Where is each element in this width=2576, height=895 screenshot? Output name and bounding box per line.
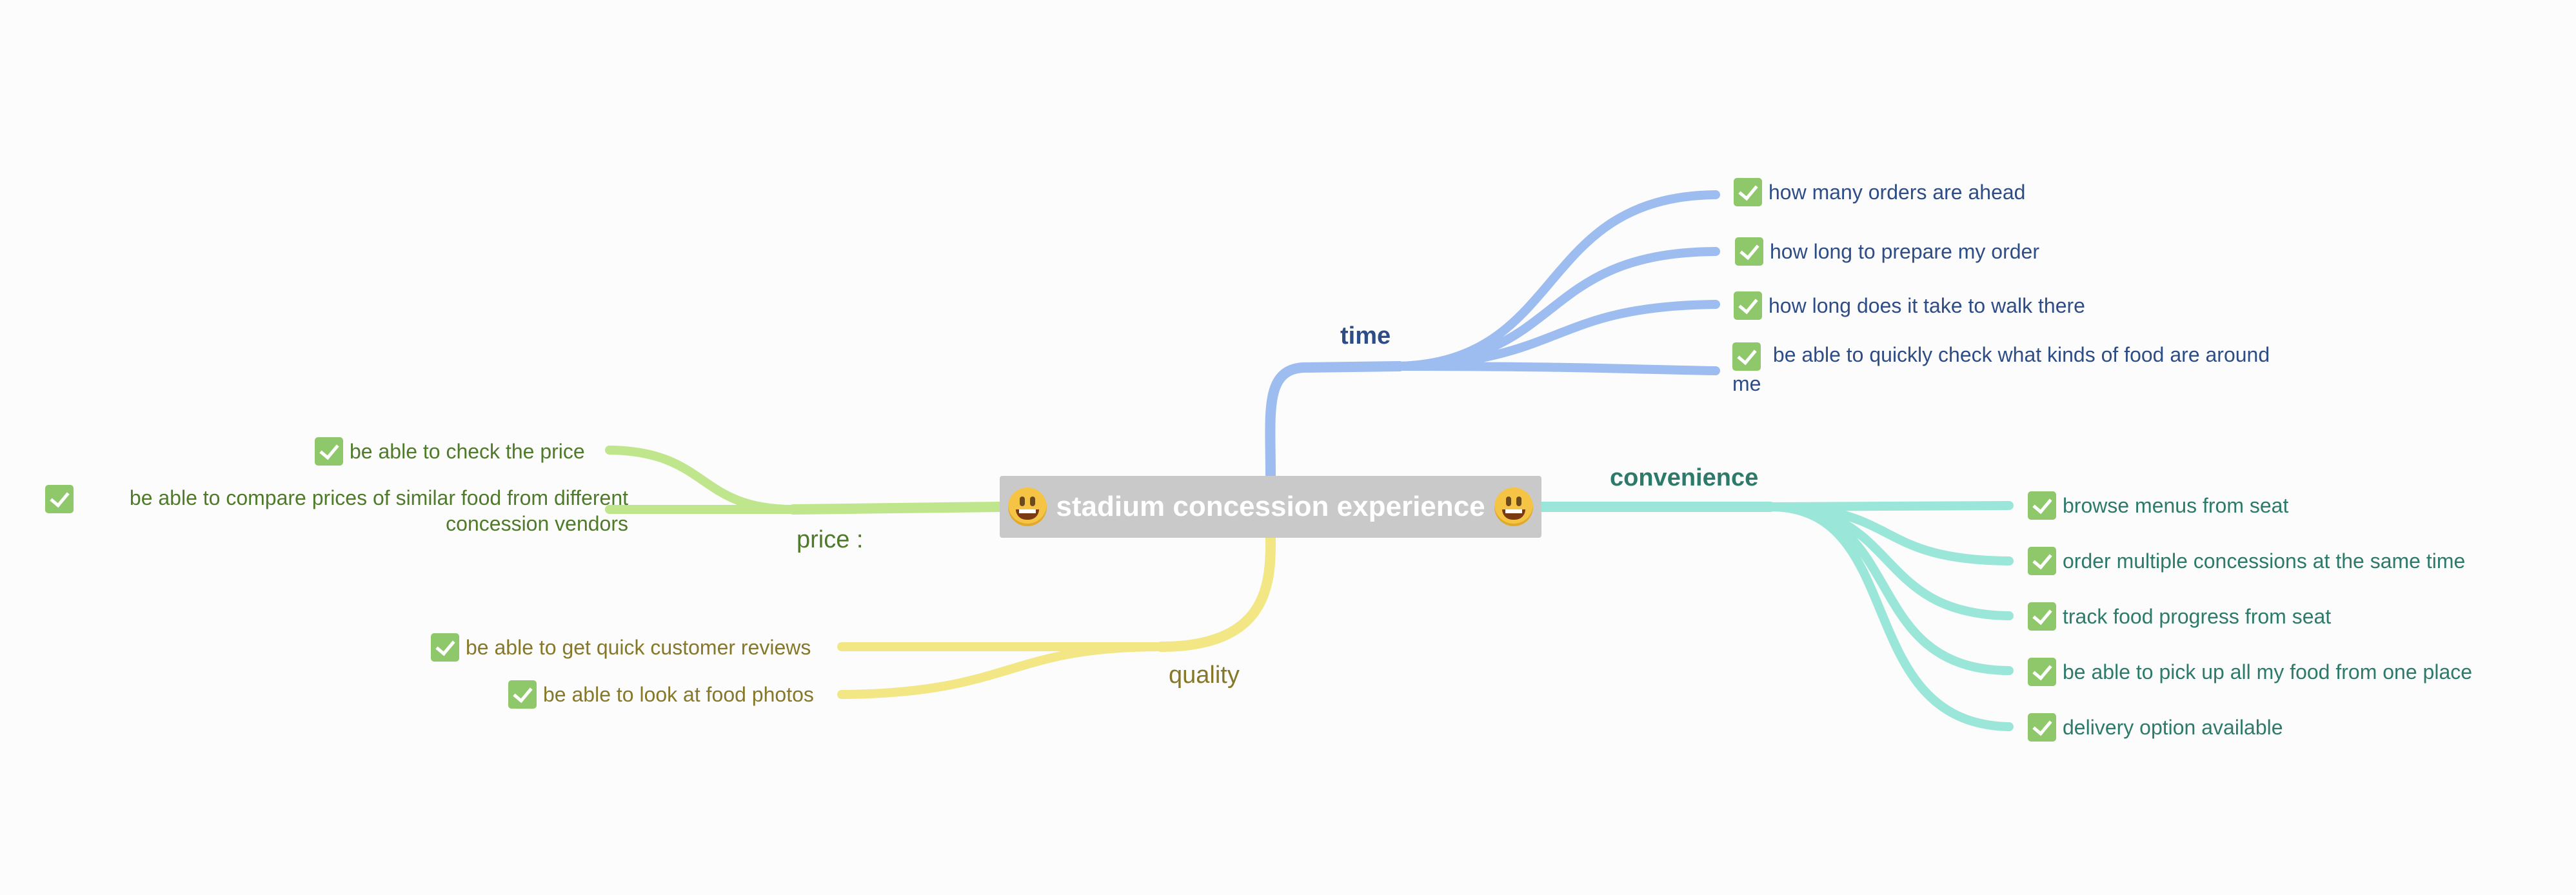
checkbox-checked-icon[interactable]: [2028, 658, 2056, 686]
central-topic-node[interactable]: stadium concession experience: [1000, 476, 1541, 538]
price-item-label: be able to check the price: [350, 440, 585, 463]
time-connectors: [1265, 190, 1720, 481]
convenience-item[interactable]: browse menus from seat: [2028, 491, 2288, 520]
checkbox-checked-icon[interactable]: [2028, 713, 2056, 742]
branch-quality[interactable]: quality: [1169, 662, 1240, 689]
quality-link-2: [837, 642, 1165, 699]
checkbox-checked-icon[interactable]: [1734, 291, 1762, 320]
root-to-quality-link: [1156, 533, 1276, 652]
convenience-item[interactable]: track food progress from seat: [2028, 602, 2331, 631]
convenience-item[interactable]: be able to pick up all my food from one …: [2028, 658, 2472, 686]
checkbox-checked-icon[interactable]: [1735, 237, 1763, 266]
time-item-label: be able to quickly check what kinds of f…: [1732, 343, 2270, 395]
quality-item-label: be able to look at food photos: [543, 683, 814, 706]
time-item-label: how long to prepare my order: [1770, 240, 2039, 263]
checkbox-checked-icon[interactable]: [2028, 547, 2056, 575]
time-item[interactable]: how many orders are ahead: [1734, 178, 2025, 206]
quality-item[interactable]: be able to get quick customer reviews: [431, 633, 811, 662]
central-topic-label: stadium concession experience: [1056, 491, 1485, 522]
time-item[interactable]: be able to quickly check what kinds of f…: [1732, 342, 2300, 397]
root-to-price-link: [788, 502, 1005, 515]
convenience-connectors: [1536, 501, 2014, 731]
time-item[interactable]: how long to prepare my order: [1735, 237, 2039, 266]
time-item-label: how long does it take to walk there: [1769, 294, 2085, 317]
convenience-item-label: order multiple concessions at the same t…: [2063, 549, 2466, 573]
checkbox-checked-icon[interactable]: [45, 485, 74, 513]
branch-convenience[interactable]: convenience: [1610, 464, 1759, 491]
checkbox-checked-icon[interactable]: [1734, 178, 1762, 206]
price-item[interactable]: be able to compare prices of similar foo…: [45, 485, 628, 536]
price-item[interactable]: be able to check the price: [315, 437, 585, 466]
checkbox-checked-icon[interactable]: [1732, 342, 1761, 371]
time-link-3: [1395, 300, 1720, 371]
quality-item[interactable]: be able to look at food photos: [508, 680, 814, 709]
time-item-label: how many orders are ahead: [1769, 181, 2026, 204]
convenience-item-label: delivery option available: [2063, 716, 2283, 739]
time-link-1: [1395, 190, 1720, 371]
price-item-label: be able to compare prices of similar foo…: [129, 486, 628, 535]
checkbox-checked-icon[interactable]: [2028, 602, 2056, 631]
convenience-link-5: [1766, 502, 2014, 731]
smiley-emoji-icon: [1008, 487, 1047, 526]
convenience-item-label: be able to pick up all my food from one …: [2063, 660, 2473, 684]
time-link-4: [1395, 362, 1720, 375]
checkbox-checked-icon[interactable]: [431, 633, 459, 662]
quality-item-label: be able to get quick customer reviews: [466, 636, 811, 659]
convenience-item[interactable]: order multiple concessions at the same t…: [2028, 547, 2465, 575]
checkbox-checked-icon[interactable]: [2028, 491, 2056, 520]
price-link-1: [605, 446, 798, 514]
price-connectors: [605, 446, 1005, 515]
smiley-emoji-icon: [1494, 487, 1533, 526]
convenience-item[interactable]: delivery option available: [2028, 713, 2283, 742]
checkbox-checked-icon[interactable]: [508, 680, 537, 709]
convenience-item-label: track food progress from seat: [2063, 605, 2332, 628]
time-item[interactable]: how long does it take to walk there: [1734, 291, 2085, 320]
root-to-time-link: [1265, 361, 1405, 481]
convenience-item-label: browse menus from seat: [2063, 494, 2289, 517]
quality-connectors: [837, 533, 1276, 699]
branch-time[interactable]: time: [1340, 322, 1391, 349]
branch-price[interactable]: price :: [797, 526, 864, 553]
checkbox-checked-icon[interactable]: [315, 437, 343, 466]
